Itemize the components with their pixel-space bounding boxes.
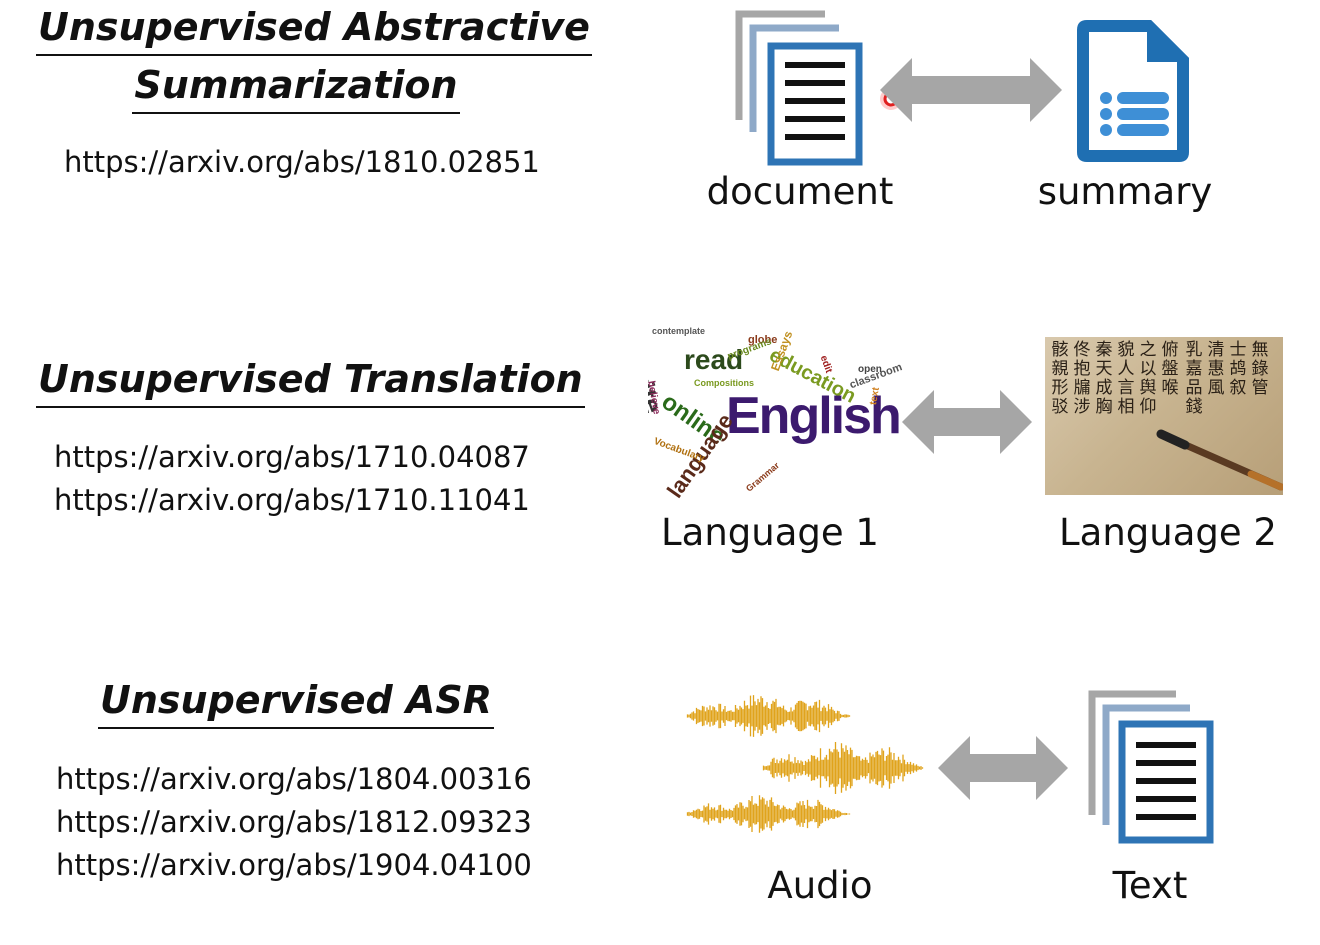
summary-file-icon: [1077, 20, 1189, 162]
language2-caption: Language 2: [1059, 511, 1277, 554]
wordcloud-word: globe: [748, 334, 778, 346]
row2-link-1[interactable]: https://arxiv.org/abs/1710.04087: [54, 440, 530, 474]
language1-caption: Language 1: [661, 511, 879, 554]
row1-link-1[interactable]: https://arxiv.org/abs/1810.02851: [64, 145, 540, 179]
wordcloud-word: open: [858, 364, 882, 375]
waveform-line: [762, 742, 924, 794]
row1-title-line2: Summarization: [36, 58, 556, 114]
audio-caption: Audio: [767, 864, 873, 907]
row1-title-line1: Unsupervised Abstractive: [36, 0, 592, 56]
wordcloud-word: Grammar: [744, 460, 782, 494]
audio-waveform-icon: [686, 695, 924, 833]
document-caption: document: [706, 170, 894, 213]
waveform-line: [686, 795, 851, 833]
wordcloud-word: read: [684, 344, 744, 375]
row3-link-1[interactable]: https://arxiv.org/abs/1804.00316: [56, 762, 532, 796]
document-stack-icon: [735, 10, 863, 166]
wordcloud-word: Compositions: [694, 378, 754, 388]
wordcloud-word: English: [726, 387, 902, 445]
text-document-stack-icon: [1088, 690, 1214, 844]
wordcloud-word: contemplate: [652, 326, 706, 336]
waveform-line: [686, 695, 851, 737]
double-arrow-icon: [902, 390, 1032, 454]
english-wordcloud-image: English write read online education lang…: [648, 324, 910, 500]
text-caption: Text: [1112, 864, 1188, 907]
double-arrow-icon: [880, 58, 1062, 122]
chinese-calligraphy-image: 骸親形驳 佟抱牖涉 秦天成胸 貌人言相 之以舆仰 俯盤喉 乳嘉品錢 清惠風 士鸪…: [1045, 337, 1283, 495]
row2-title: Unsupervised Translation: [36, 352, 585, 408]
row3-link-2[interactable]: https://arxiv.org/abs/1812.09323: [56, 805, 532, 839]
double-arrow-icon: [938, 736, 1068, 800]
row2-link-2[interactable]: https://arxiv.org/abs/1710.11041: [54, 483, 530, 517]
summary-caption: summary: [1037, 170, 1213, 213]
row3-link-3[interactable]: https://arxiv.org/abs/1904.04100: [56, 848, 532, 882]
row3-title: Unsupervised ASR: [36, 673, 556, 729]
